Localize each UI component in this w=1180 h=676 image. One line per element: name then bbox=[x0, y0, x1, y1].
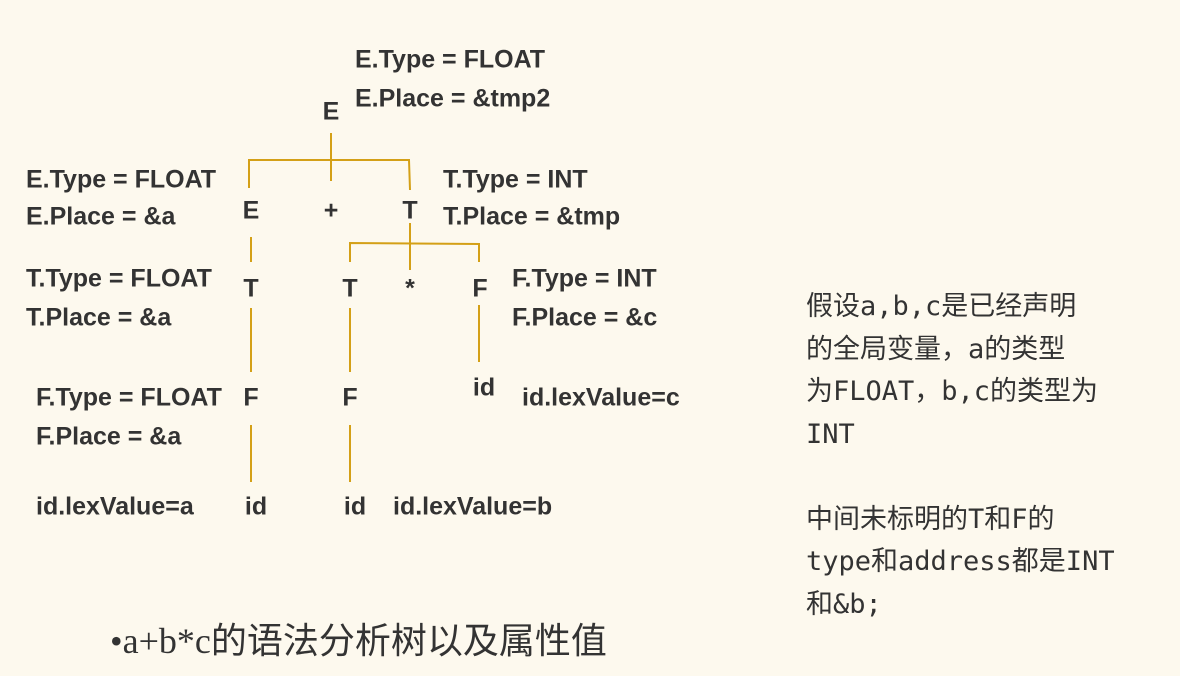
root-type-label: E.Type = FLOAT bbox=[355, 45, 546, 74]
note-line: 为FLOAT，b,c的类型为 bbox=[806, 376, 1099, 407]
edge bbox=[349, 241, 480, 262]
e1-place-label: E.Place = &a bbox=[26, 202, 176, 231]
e1-type-label: E.Type = FLOAT bbox=[26, 165, 217, 194]
node-plus: + bbox=[323, 196, 339, 225]
note-line: INT bbox=[806, 418, 855, 450]
root-place-label: E.Place = &tmp2 bbox=[355, 84, 551, 113]
edge bbox=[248, 159, 411, 191]
node-F: F bbox=[243, 383, 259, 412]
note-line: 的全局变量，a的类型 bbox=[806, 333, 1066, 365]
node-id: id bbox=[343, 492, 367, 521]
node-F: F bbox=[472, 274, 488, 303]
t2-place-label: T.Place = &a bbox=[26, 303, 172, 332]
f2-place-label: F.Place = &a bbox=[36, 422, 182, 451]
note-line: 和&b; bbox=[806, 588, 882, 620]
f1-place-label: F.Place = &c bbox=[512, 303, 658, 332]
slide-caption: •a+b*c的语法分析树以及属性值 bbox=[110, 621, 607, 661]
t2-type-label: T.Type = FLOAT bbox=[26, 264, 212, 293]
node-E: E bbox=[242, 196, 260, 225]
node-root-E: E bbox=[322, 97, 340, 126]
node-T: T bbox=[402, 196, 418, 225]
note-line: type和address都是INT bbox=[806, 546, 1115, 577]
note-line: 假设a,b,c是已经声明 bbox=[806, 291, 1077, 322]
t1-place-label: T.Place = &tmp bbox=[443, 202, 621, 231]
t1-type-label: T.Type = INT bbox=[443, 165, 588, 194]
node-F: F bbox=[342, 383, 358, 412]
id-a-lexvalue: id.lexValue=a bbox=[36, 492, 194, 521]
f1-type-label: F.Type = INT bbox=[512, 264, 657, 293]
note-line bbox=[806, 456, 1115, 499]
id-c-lexvalue: id.lexValue=c bbox=[522, 383, 680, 412]
node-T: T bbox=[342, 274, 358, 303]
node-T: T bbox=[243, 274, 259, 303]
id-b-lexvalue: id.lexValue=b bbox=[393, 492, 553, 521]
node-id: id bbox=[244, 492, 268, 521]
node-star: * bbox=[405, 274, 415, 303]
node-id: id bbox=[472, 373, 496, 402]
f2-type-label: F.Type = FLOAT bbox=[36, 383, 222, 412]
note-line: 中间未标明的T和F的 bbox=[806, 503, 1055, 535]
